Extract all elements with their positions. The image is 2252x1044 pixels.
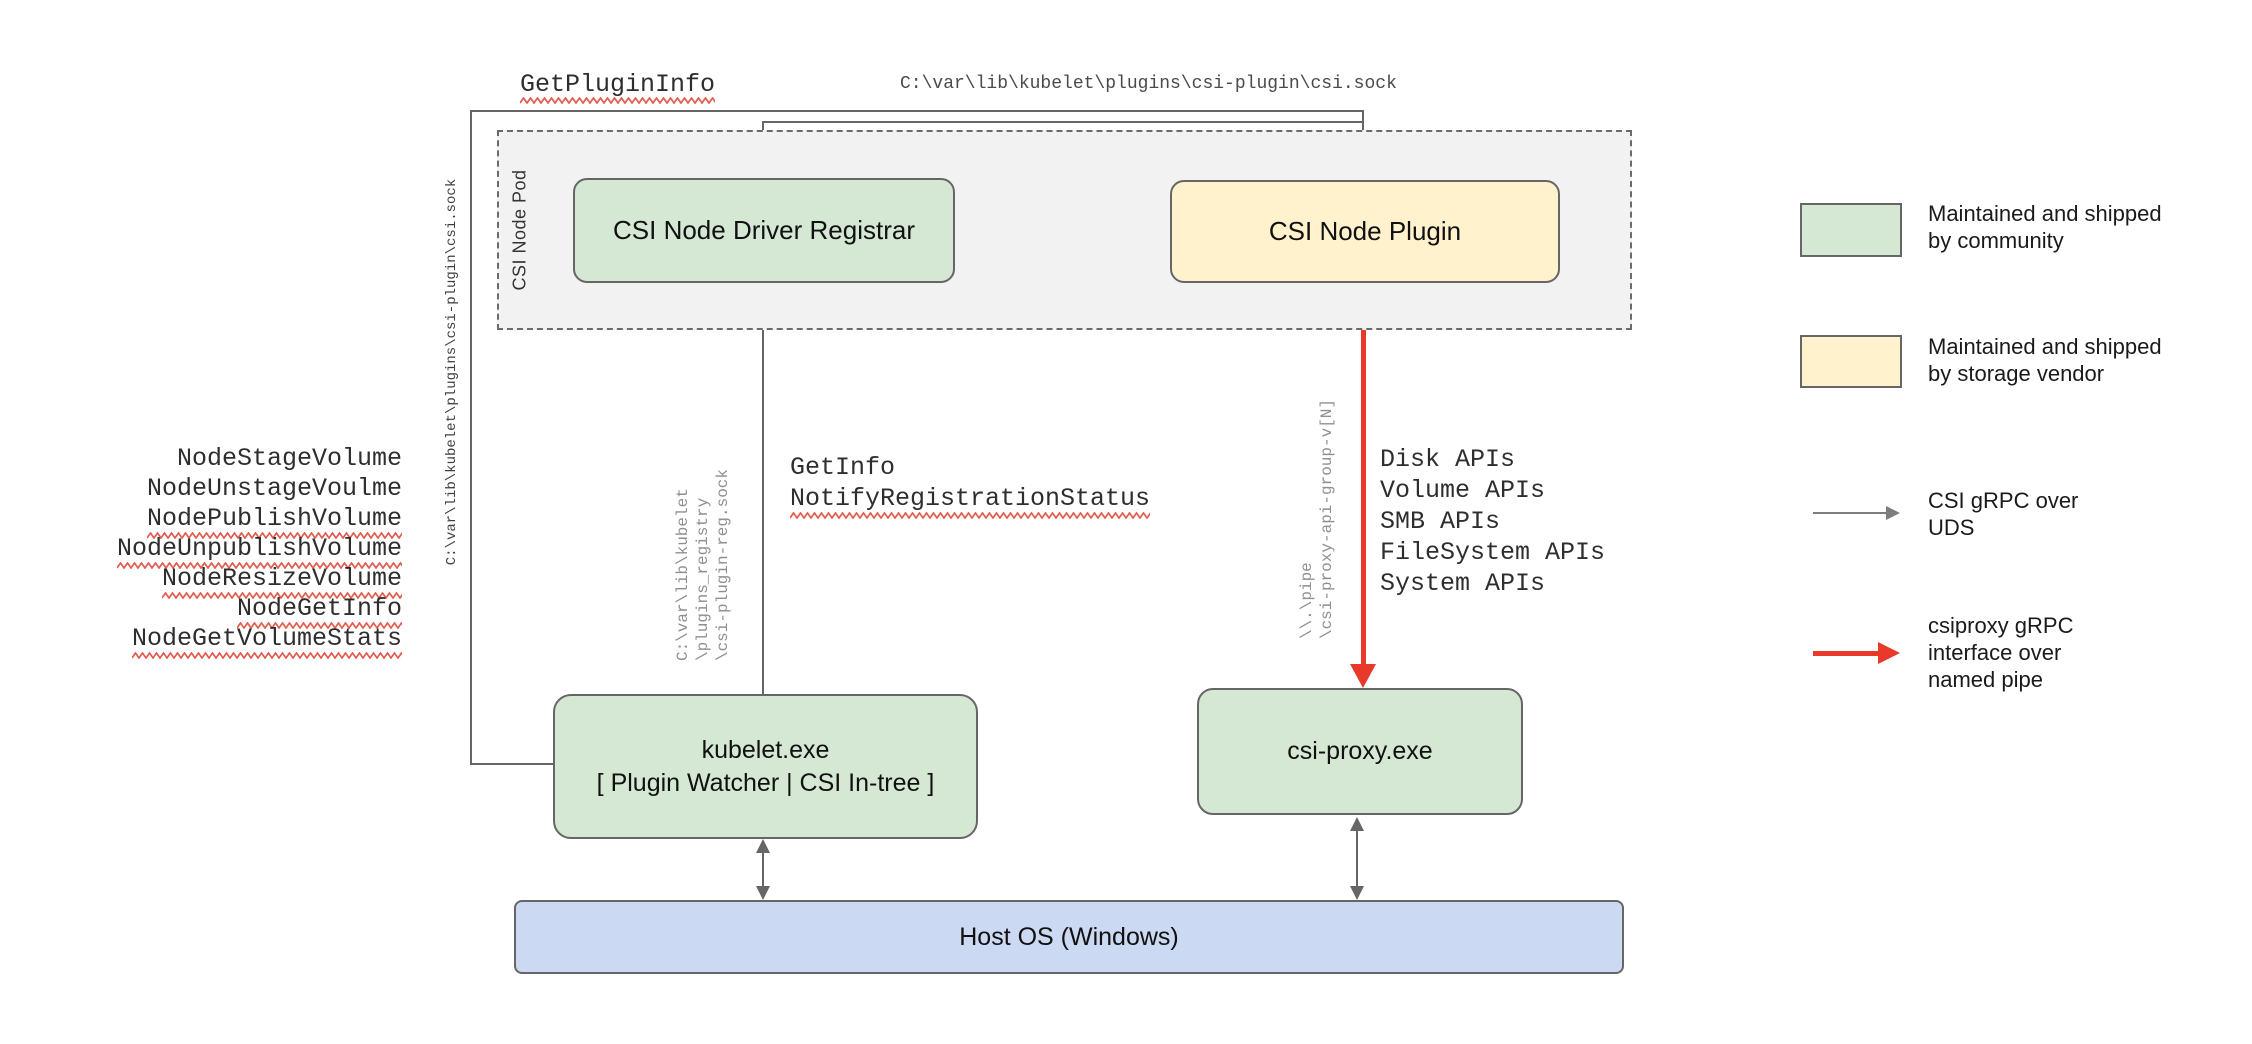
node-method-item: NodeResizeVolume [88, 564, 402, 599]
proxy-api-item: FileSystem APIs [1380, 538, 1606, 567]
named-pipe-path-label: \\.\pipe \csi-proxy-api-group-v[N] [1298, 398, 1336, 640]
node-method-item: NodeUnstageVoulme [146, 474, 402, 503]
legend-uds-arrow-icon [1813, 512, 1887, 514]
legend-uds-arrowhead-icon [1886, 506, 1900, 520]
legend-vendor-swatch [1800, 335, 1902, 388]
uds-line-registrar-horizontal [763, 121, 1364, 123]
arrowhead-up-kubelet-icon [756, 839, 770, 853]
kubelet-label-line1: kubelet.exe [701, 735, 830, 764]
proxy-apis-list: Disk APIs Volume APIs SMB APIs FileSyste… [1380, 444, 1605, 599]
host-os-label: Host OS (Windows) [959, 922, 1179, 951]
arrowhead-down-hostos-right-icon [1350, 886, 1364, 900]
get-plugin-info-label: GetPluginInfo [520, 70, 715, 104]
csi-node-driver-registrar-box: CSI Node Driver Registrar [573, 178, 955, 283]
legend-pipe-label: csiproxy gRPC interface over named pipe [1928, 613, 2074, 692]
node-method-item: NodeGetInfo [88, 594, 402, 629]
arrowhead-red-into-csiproxy-icon [1350, 664, 1376, 688]
kubelet-label-line2: [ Plugin Watcher | CSI In-tree ] [596, 768, 935, 797]
csi-sock-path-top-label: C:\var\lib\kubelet\plugins\csi-plugin\cs… [900, 74, 1397, 94]
legend-vendor-label: Maintained and shipped by storage vendor [1928, 334, 2162, 386]
legend-pipe-arrow-icon [1813, 651, 1881, 656]
node-method-item: NodeGetVolumeStats [88, 624, 402, 659]
csi-node-plugin-label: CSI Node Plugin [1268, 216, 1462, 246]
uds-line-top-horizontal [470, 110, 1364, 112]
line-csiproxy-hostos [1356, 829, 1358, 888]
legend-uds-label: CSI gRPC over UDS [1928, 488, 2079, 540]
csi-node-plugin-box: CSI Node Plugin [1170, 180, 1560, 283]
proxy-api-item: Disk APIs [1380, 445, 1516, 474]
node-method-item: NodeUnpublishVolume [88, 534, 402, 569]
legend-pipe-arrowhead-icon [1878, 642, 1900, 664]
proxy-api-item: SMB APIs [1380, 507, 1501, 536]
node-method-item: NodeStageVolume [176, 444, 402, 473]
csi-node-pod-label: CSI Node Pod [509, 169, 530, 291]
kubelet-box: kubelet.exe [ Plugin Watcher | CSI In-tr… [553, 694, 978, 839]
node-method-item: NodePublishVolume [88, 504, 402, 539]
legend-community-label: Maintained and shipped by community [1928, 201, 2162, 253]
host-os-box: Host OS (Windows) [514, 900, 1624, 974]
proxy-api-item: System APIs [1380, 569, 1546, 598]
uds-line-kubelet-left-stub [470, 763, 554, 765]
csi-proxy-box: csi-proxy.exe [1197, 688, 1523, 815]
registry-sock-path-label: C:\var\lib\kubelet \plugins_registry \cs… [674, 468, 732, 662]
uds-line-kubelet-registrar [762, 297, 764, 694]
uds-line-kubelet-left-vertical [470, 110, 472, 764]
csi-node-driver-registrar-label: CSI Node Driver Registrar [613, 215, 915, 245]
line-kubelet-hostos [762, 851, 764, 888]
registration-calls-label: GetInfo NotifyRegistrationStatus [790, 452, 1150, 519]
csi-sock-path-left-label: C:\var\lib\kubelet\plugins\csi-plugin\cs… [444, 178, 460, 566]
legend-community-swatch [1800, 203, 1902, 257]
node-methods-list: NodeStageVolume NodeUnstageVoulme NodePu… [88, 444, 402, 659]
csi-proxy-label: csi-proxy.exe [1287, 737, 1433, 765]
arrowhead-up-csiproxy-icon [1350, 817, 1364, 831]
arrowhead-down-hostos-left-icon [756, 886, 770, 900]
pipe-line-plugin-csiproxy [1361, 285, 1366, 666]
proxy-api-item: Volume APIs [1380, 476, 1546, 505]
